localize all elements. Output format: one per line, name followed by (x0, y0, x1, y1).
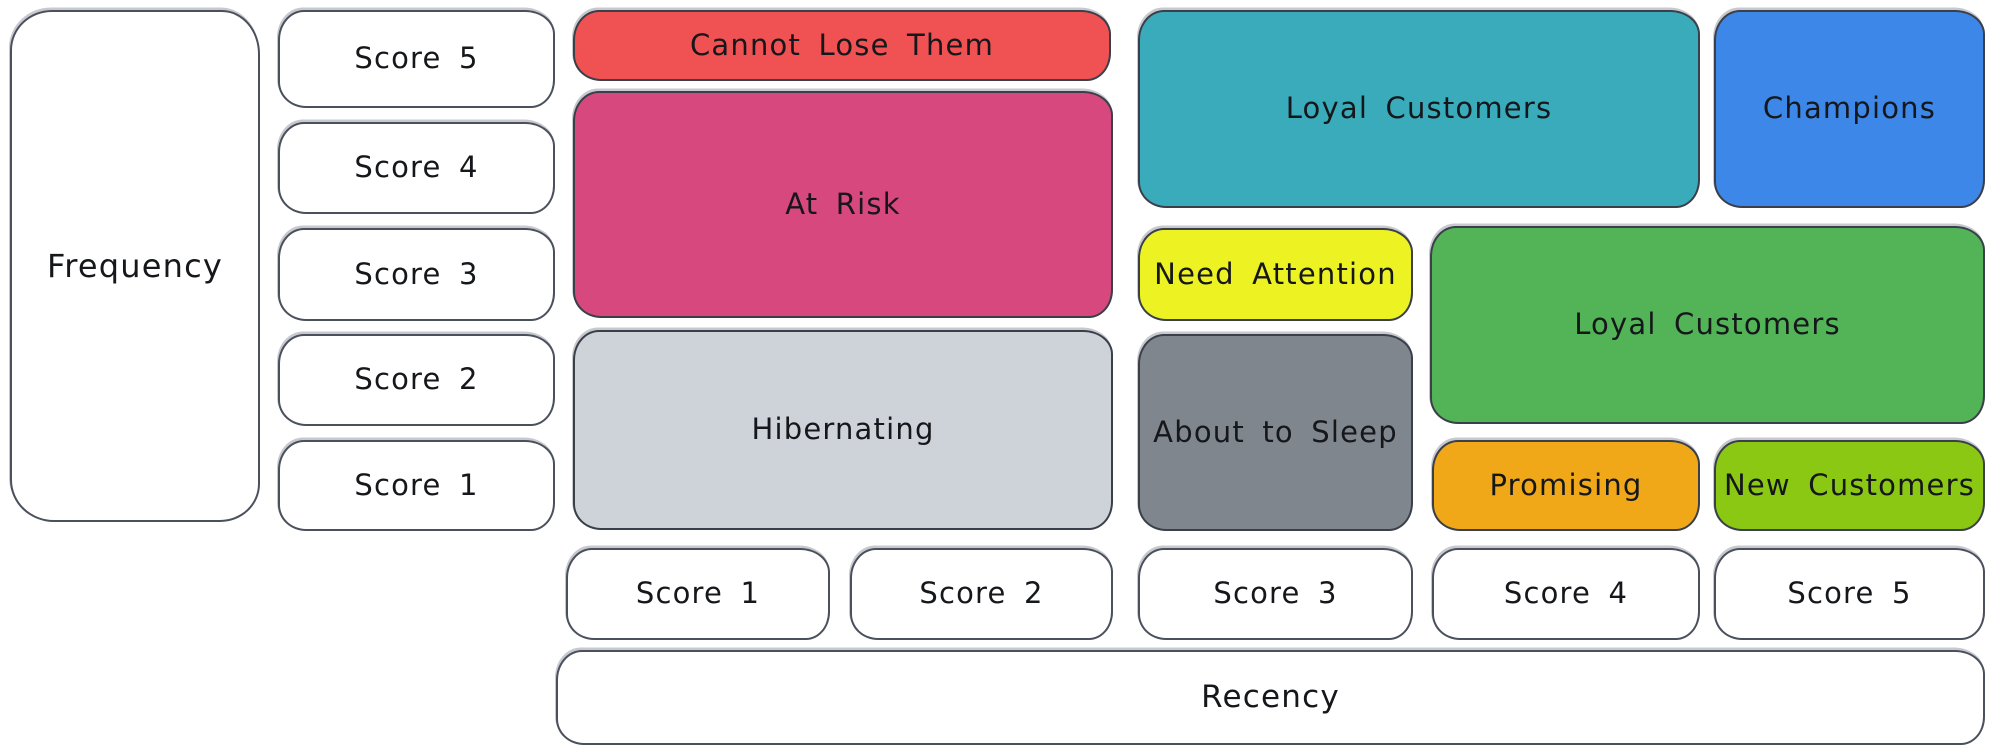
recency-score-3-text: Score 3 (1213, 576, 1338, 611)
frequency-score-4: Score 4 (278, 122, 555, 214)
frequency-axis-text: Frequency (46, 246, 224, 285)
frequency-score-3-text: Score 3 (354, 256, 479, 291)
segment-champions: Champions (1714, 10, 1985, 208)
segment-loyal-customers-top: Loyal Customers (1138, 10, 1700, 208)
recency-score-4-text: Score 4 (1503, 576, 1629, 611)
frequency-score-3: Score 3 (278, 228, 555, 321)
recency-score-2-text: Score 2 (919, 576, 1044, 611)
segment-new-customers: New Customers (1714, 440, 1985, 531)
segment-promising-label: Promising (1489, 467, 1643, 502)
segment-loyal-customers-mid: Loyal Customers (1430, 226, 1985, 424)
segment-loyal-customers-top-label: Loyal Customers (1285, 91, 1553, 126)
segment-at-risk-label: At Risk (785, 186, 901, 221)
segment-at-risk: At Risk (573, 91, 1113, 318)
segment-hibernating: Hibernating (573, 330, 1113, 530)
segment-need-attention-label: Need Attention (1154, 256, 1397, 291)
frequency-score-2: Score 2 (278, 334, 555, 426)
recency-score-1: Score 1 (566, 548, 830, 640)
recency-score-4: Score 4 (1432, 548, 1700, 640)
segment-cannot-lose-them-label: Cannot Lose Them (689, 27, 995, 62)
recency-axis-text: Recency (1201, 678, 1340, 715)
recency-score-2: Score 2 (850, 548, 1113, 640)
segment-cannot-lose-them: Cannot Lose Them (573, 10, 1111, 81)
recency-score-1-text: Score 1 (635, 576, 761, 611)
segment-about-to-sleep: About to Sleep (1138, 334, 1413, 531)
segment-need-attention: Need Attention (1138, 228, 1413, 321)
frequency-score-4-text: Score 4 (354, 150, 479, 185)
frequency-score-5: Score 5 (278, 10, 555, 108)
segment-new-customers-label: New Customers (1723, 467, 1976, 502)
frequency-score-1: Score 1 (278, 440, 555, 531)
frequency-axis-label: Frequency (10, 10, 260, 522)
segment-hibernating-label: Hibernating (751, 412, 935, 447)
segment-promising: Promising (1432, 440, 1700, 531)
recency-score-3: Score 3 (1138, 548, 1413, 640)
segment-loyal-customers-mid-label: Loyal Customers (1574, 307, 1841, 342)
recency-axis-label: Recency (556, 650, 1985, 745)
recency-score-5-text: Score 5 (1787, 576, 1912, 611)
segment-about-to-sleep-label: About to Sleep (1153, 414, 1398, 449)
frequency-score-5-text: Score 5 (354, 41, 479, 76)
recency-score-5: Score 5 (1714, 548, 1985, 640)
segment-champions-label: Champions (1762, 91, 1937, 126)
frequency-score-1-text: Score 1 (354, 467, 479, 502)
frequency-score-2-text: Score 2 (354, 362, 479, 397)
